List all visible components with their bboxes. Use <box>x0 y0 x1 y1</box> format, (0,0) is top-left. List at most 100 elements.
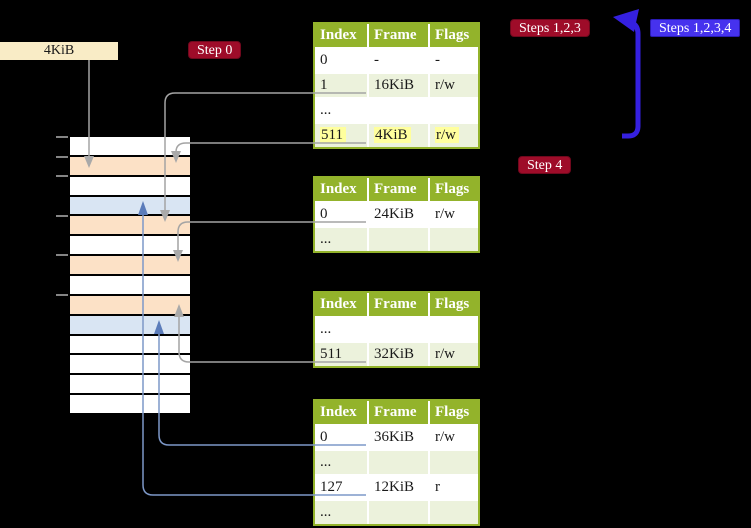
arrow-up-icon <box>138 201 148 215</box>
big-loop-arrow-shaft <box>622 19 641 139</box>
connector-t3e511-to-32kib <box>178 317 366 363</box>
cell-frame: - <box>369 49 430 74</box>
memory-frame-row <box>70 375 190 396</box>
column-header-index: Index <box>315 293 369 318</box>
cell-frame: 32KiB <box>369 343 430 366</box>
table-row: ... <box>315 228 478 251</box>
column-header-flags: Flags <box>430 401 478 426</box>
arrow-down-icon <box>84 156 94 168</box>
cell-index: ... <box>315 99 369 124</box>
memory-frame-row <box>70 355 190 376</box>
cell-flags: - <box>430 49 478 74</box>
arrow-down-icon <box>173 250 183 262</box>
table-row: ... <box>315 501 478 524</box>
memory-frame-row <box>70 216 190 237</box>
page-table-2: Index Frame Flags 0 24KiB r/w ... <box>313 176 480 253</box>
connector-t1e511-to-4kib <box>175 142 366 153</box>
cell-flags: r/w <box>430 343 478 366</box>
cell-flags: r/w <box>430 74 478 99</box>
highlight: 511 <box>320 127 346 143</box>
connector-t2e0-to-24kib <box>177 221 366 251</box>
memory-frame-row <box>70 276 190 296</box>
cell-index: ... <box>315 501 369 524</box>
cell-flags <box>430 228 478 251</box>
cell-index: 1 <box>315 74 369 99</box>
table-row: 1 16KiB r/w <box>315 74 478 99</box>
memory-frame-row <box>70 335 190 356</box>
badge-steps-123: Steps 1,2,3 <box>510 19 590 37</box>
cell-flags <box>430 451 478 476</box>
arrow-left-icon <box>613 9 639 32</box>
memory-frame-row <box>70 295 190 316</box>
cell-frame <box>369 501 430 524</box>
size-label-4kib: 4KiB <box>0 42 118 60</box>
cell-index: 0 <box>315 49 369 74</box>
cell-frame <box>369 318 430 343</box>
column-header-index: Index <box>315 178 369 203</box>
column-header-flags: Flags <box>430 178 478 203</box>
cell-index: ... <box>315 318 369 343</box>
table-header-row: Index Frame Flags <box>315 293 478 318</box>
cell-index: 127 <box>315 476 369 501</box>
cell-flags <box>430 99 478 124</box>
connector-t1e1-to-16kib <box>164 92 366 211</box>
cell-frame <box>369 228 430 251</box>
table-header-row: Index Frame Flags <box>315 178 478 203</box>
cell-frame: 12KiB <box>369 476 430 501</box>
cell-flags: r/w <box>430 426 478 451</box>
table-row: ... <box>315 318 478 343</box>
column-header-flags: Flags <box>430 24 478 49</box>
memory-tick <box>56 175 68 177</box>
cell-flags: r/w <box>430 203 478 228</box>
column-header-flags: Flags <box>430 293 478 318</box>
connector-t4e0-to-36kib <box>158 333 366 446</box>
table-row: 0 36KiB r/w <box>315 426 478 451</box>
cell-frame: 16KiB <box>369 74 430 99</box>
cell-index: ... <box>315 451 369 476</box>
page-table-1: Index Frame Flags 0 - - 1 16KiB r/w ... … <box>313 22 480 149</box>
cell-flags <box>430 318 478 343</box>
memory-frame-row <box>70 156 190 177</box>
arrow-up-icon <box>174 304 184 317</box>
cell-index: 511 <box>315 124 369 147</box>
column-header-frame: Frame <box>369 178 430 203</box>
cell-frame: 24KiB <box>369 203 430 228</box>
table-row: ... <box>315 99 478 124</box>
badge-step-4: Step 4 <box>518 156 572 174</box>
badge-step-0: Step 0 <box>188 41 242 59</box>
memory-frame-row <box>70 196 190 217</box>
memory-tick <box>56 294 68 296</box>
memory-tick <box>56 156 68 158</box>
memory-frame-row <box>70 236 190 257</box>
memory-frame-row <box>70 395 190 414</box>
table-row: 127 12KiB r <box>315 476 478 501</box>
column-header-index: Index <box>315 401 369 426</box>
cell-index: 511 <box>315 343 369 366</box>
page-table-4: Index Frame Flags 0 36KiB r/w ... 127 12… <box>313 399 480 526</box>
cell-index: 0 <box>315 426 369 451</box>
highlight: 4KiB <box>374 127 411 143</box>
memory-tick <box>56 136 68 138</box>
big-loop-arrow <box>613 9 641 139</box>
cell-frame: 4KiB <box>369 124 430 147</box>
cell-frame <box>369 451 430 476</box>
arrow-down-icon <box>160 210 170 222</box>
table-row-highlighted: 511 4KiB r/w <box>315 124 478 147</box>
table-row: 0 24KiB r/w <box>315 203 478 228</box>
memory-tick <box>56 254 68 256</box>
page-table-3: Index Frame Flags ... 511 32KiB r/w <box>313 291 480 368</box>
memory-frame-row <box>70 176 190 197</box>
physical-memory-column <box>70 137 190 414</box>
column-header-index: Index <box>315 24 369 49</box>
cell-flags <box>430 501 478 524</box>
table-header-row: Index Frame Flags <box>315 401 478 426</box>
cell-frame: 36KiB <box>369 426 430 451</box>
connector-t4e127-to-12kib <box>142 214 366 496</box>
table-row: 0 - - <box>315 49 478 74</box>
cell-flags: r/w <box>430 124 478 147</box>
arrow-down-icon <box>171 151 181 163</box>
table-header-row: Index Frame Flags <box>315 24 478 49</box>
memory-tick <box>56 215 68 217</box>
